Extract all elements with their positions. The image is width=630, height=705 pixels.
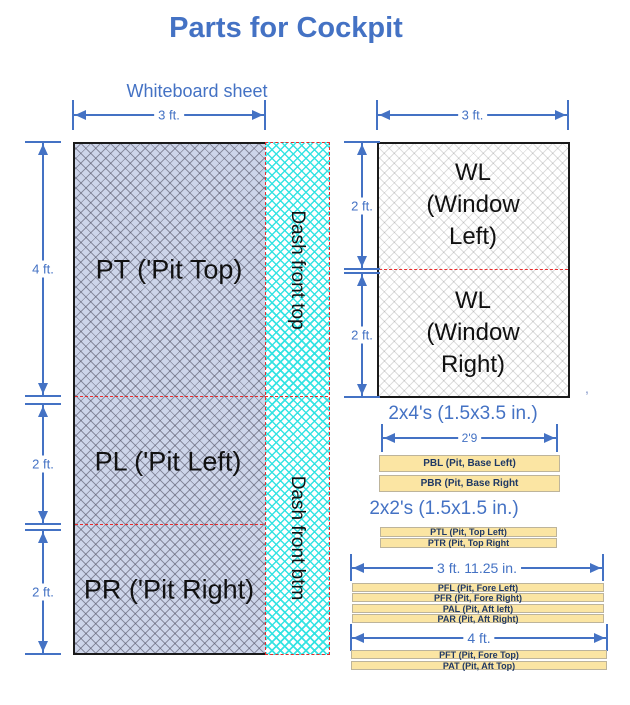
dim-label: 2 ft. <box>29 583 57 601</box>
group-title-2x2: 2x2's (1.5x1.5 in.) <box>369 498 519 519</box>
part-label-pt: PT ('Pit Top) <box>95 254 243 285</box>
tick-icon <box>567 100 569 130</box>
tick-icon <box>376 100 378 130</box>
bar-pfl: PFL (Pit, Fore Left) <box>352 583 604 592</box>
tick-icon <box>25 403 61 405</box>
arrowhead-left-icon <box>379 110 390 120</box>
tick-icon <box>25 529 61 531</box>
dim-whiteboard-width: 3 ft. <box>72 100 266 130</box>
tick-icon <box>602 554 604 581</box>
arrowhead-right-icon <box>590 562 601 573</box>
arrowhead-right-icon <box>544 433 555 443</box>
tick-icon <box>25 523 61 525</box>
tick-icon <box>381 424 383 452</box>
tick-icon <box>556 424 558 452</box>
part-label-pr: PR ('Pit Right) <box>83 574 255 605</box>
part-label-window-right: WL (Window Right) <box>426 287 520 378</box>
tick-icon <box>344 396 380 398</box>
tick-icon <box>25 395 61 397</box>
arrowhead-left-icon <box>384 433 395 443</box>
dim-label: 2'9 <box>457 431 482 445</box>
dim-2x4-length: 2'9 <box>381 424 558 452</box>
dim-label: 3 ft. <box>457 107 488 123</box>
window-sheet-region <box>377 142 570 398</box>
arrowhead-right-icon <box>555 110 566 120</box>
dim-label: 2 ft. <box>29 455 57 473</box>
arrowhead-down-icon <box>357 256 367 267</box>
arrowhead-up-icon <box>38 144 48 155</box>
cut-line-wl-wr <box>379 269 568 270</box>
tick-icon <box>344 268 380 270</box>
dim-label: 2 ft. <box>348 197 376 214</box>
tick-icon <box>344 141 380 143</box>
arrowhead-down-icon <box>357 384 367 395</box>
arrowhead-up-icon <box>38 532 48 543</box>
tick-icon <box>344 272 380 274</box>
tick-icon <box>264 100 266 130</box>
stray-comma: , <box>585 380 589 396</box>
tick-icon <box>350 554 352 581</box>
arrowhead-left-icon <box>353 562 364 573</box>
arrowhead-right-icon <box>252 110 263 120</box>
bar-pbl: PBL (Pit, Base Left) <box>379 455 560 472</box>
part-label-dash-front-btm: Dash front btm <box>287 475 308 601</box>
arrowhead-down-icon <box>38 383 48 394</box>
part-label-pl: PL ('Pit Left) <box>94 446 242 477</box>
part-label-window-left: WL (Window Left) <box>426 159 520 250</box>
dim-pl-height: 2 ft. <box>25 403 61 525</box>
tick-icon <box>350 624 352 651</box>
dim-label: 4 ft. <box>463 629 495 646</box>
tick-icon <box>25 141 61 143</box>
bar-pfr: PFR (Pit, Fore Right) <box>352 593 604 602</box>
arrowhead-up-icon <box>38 406 48 417</box>
dim-window-right-height: 2 ft. <box>344 272 380 398</box>
bar-pft: PFT (Pit, Fore Top) <box>351 650 607 659</box>
dim-2x2-4ft-length: 4 ft. <box>350 624 608 651</box>
arrowhead-up-icon <box>357 275 367 286</box>
tick-icon <box>606 624 608 651</box>
bar-pal: PAL (Pit, Aft left) <box>352 604 604 613</box>
whiteboard-sheet-region <box>73 142 265 655</box>
cut-line-pl-pr <box>75 524 263 525</box>
arrowhead-down-icon <box>38 641 48 652</box>
dim-pr-height: 2 ft. <box>25 529 61 655</box>
tick-icon <box>25 653 61 655</box>
arrowhead-left-icon <box>353 632 364 643</box>
dim-label: 4 ft. <box>29 260 57 278</box>
arrowhead-right-icon <box>594 632 605 643</box>
arrowhead-down-icon <box>38 511 48 522</box>
bar-par: PAR (Pit, Aft Right) <box>352 614 604 623</box>
arrowhead-up-icon <box>357 144 367 155</box>
tick-icon <box>72 100 74 130</box>
arrowhead-left-icon <box>75 110 86 120</box>
dim-label: 2 ft. <box>348 326 376 344</box>
dash-front-strip-region <box>265 142 330 655</box>
whiteboard-sheet-label: Whiteboard sheet <box>126 81 268 101</box>
dim-window-width: 3 ft. <box>376 100 569 130</box>
page-title: Parts for Cockpit <box>169 12 403 44</box>
cut-line-pt-pl <box>75 396 328 397</box>
dim-pt-height: 4 ft. <box>25 141 61 397</box>
dim-window-left-height: 2 ft. <box>344 141 380 270</box>
bar-pbr: PBR (Pit, Base Right <box>379 475 560 492</box>
dim-label: 3 ft. <box>154 107 184 123</box>
part-label-dash-front-top: Dash front top <box>287 210 308 330</box>
group-title-2x4: 2x4's (1.5x3.5 in.) <box>388 403 538 424</box>
dim-label: 3 ft. 11.25 in. <box>433 559 521 576</box>
bar-ptl: PTL (Pit, Top Left) <box>380 527 557 537</box>
bar-pat: PAT (Pit, Aft Top) <box>351 661 607 670</box>
bar-ptr: PTR (Pit, Top Right <box>380 538 557 548</box>
dim-2x2-long-length: 3 ft. 11.25 in. <box>350 554 604 581</box>
